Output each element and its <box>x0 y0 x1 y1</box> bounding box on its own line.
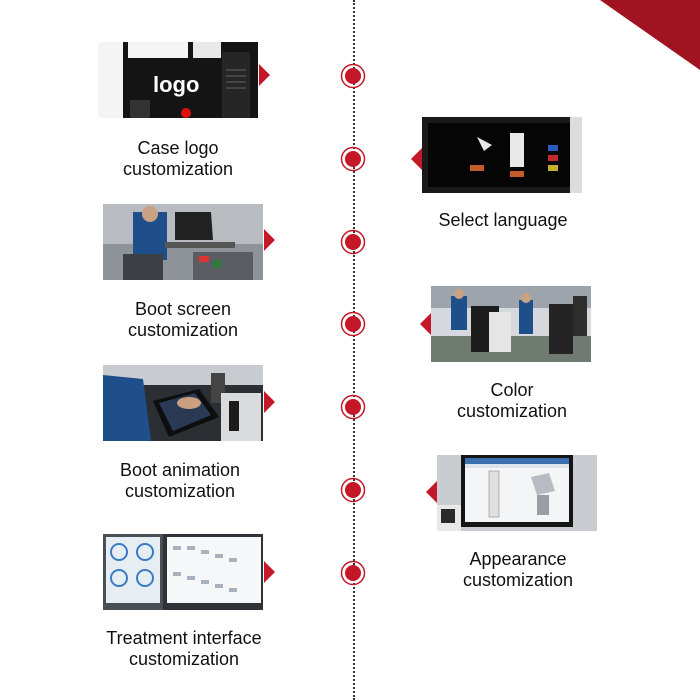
case-logo-text: logo <box>153 72 200 97</box>
timeline-node <box>340 394 366 420</box>
timeline-node <box>340 63 366 89</box>
caption-boot-screen: Boot screen customization <box>127 299 239 340</box>
boot-animation-photo <box>103 365 263 441</box>
caption-select-language: Select language <box>438 210 568 230</box>
corner-accent <box>600 0 700 70</box>
timeline-node <box>340 229 366 255</box>
pointer-right <box>264 391 275 413</box>
caption-boot-animation: Boot animation customization <box>119 460 241 501</box>
timeline-node <box>340 311 366 337</box>
caption-appearance: Appearance customization <box>462 549 574 590</box>
treatment-interface-photo <box>103 534 263 610</box>
caption-color: Color customization <box>456 380 568 421</box>
case-logo-photo: logo <box>98 42 258 118</box>
pointer-right <box>259 64 270 86</box>
color-photo <box>431 286 591 362</box>
pointer-right <box>264 561 275 583</box>
boot-screen-photo <box>103 204 263 280</box>
timeline-node <box>340 477 366 503</box>
timeline-line <box>353 0 355 700</box>
appearance-photo <box>437 455 597 531</box>
timeline-node <box>340 146 366 172</box>
caption-treatment-interface: Treatment interface customization <box>106 628 262 669</box>
pointer-left <box>420 313 431 335</box>
pointer-right <box>264 229 275 251</box>
select-language-photo <box>422 117 582 193</box>
pointer-left <box>426 481 437 503</box>
pointer-left <box>411 148 422 170</box>
timeline-node <box>340 560 366 586</box>
caption-case-logo: Case logo customization <box>122 138 234 179</box>
